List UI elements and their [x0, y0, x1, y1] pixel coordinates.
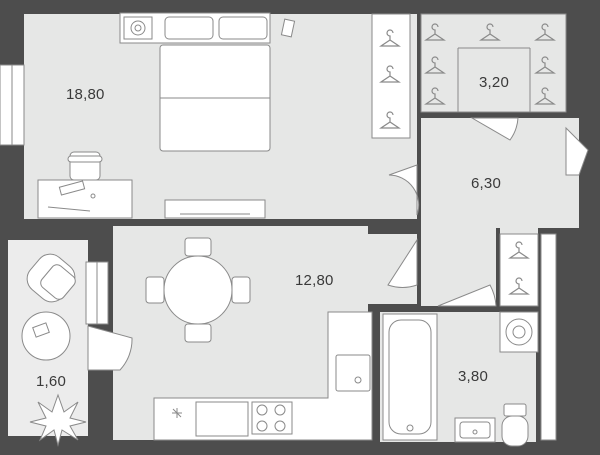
hanger-icon [534, 56, 556, 74]
hanger-icon [508, 277, 530, 295]
chair-icon [67, 151, 103, 181]
hanger-icon [379, 65, 401, 83]
fridge-icon [172, 408, 182, 418]
hallway-cabinet [499, 233, 539, 307]
washing-machine-icon [499, 311, 539, 353]
dining-table-icon [145, 237, 251, 343]
hanger-icon [424, 87, 446, 105]
hanger-icon [534, 23, 556, 41]
desk-icon [37, 179, 133, 219]
door-swing-icon [565, 126, 589, 176]
kitchen-counter [153, 311, 373, 441]
wardrobe-floor [421, 14, 566, 112]
room-area-hallway: 6,30 [471, 175, 501, 192]
hanger-icon [379, 111, 401, 129]
room-area-living-kitchen: 12,80 [295, 272, 334, 289]
room-area-balcony: 1,60 [36, 373, 66, 390]
room-area-wardrobe: 3,20 [479, 74, 509, 91]
furniture [21, 12, 539, 447]
sink-icon [335, 354, 371, 392]
hangers [379, 23, 556, 295]
hanger-icon [479, 23, 501, 41]
door-swing-icon [388, 164, 420, 216]
hallway-floor [421, 118, 579, 228]
hanger-icon [534, 87, 556, 105]
plant-icon [29, 393, 87, 447]
bathtub-icon [382, 313, 438, 441]
right-window [540, 233, 557, 441]
door-swing-icon [387, 238, 418, 288]
toilet-icon [501, 403, 529, 447]
room-area-bathroom: 3,80 [458, 368, 488, 385]
hanger-icon [379, 29, 401, 47]
hanger-icon [508, 241, 530, 259]
door-swing-icon [470, 117, 519, 141]
side-table-icon [21, 311, 71, 361]
bed-icon [119, 12, 296, 152]
door-swing-icon [87, 325, 133, 371]
stove-icon [256, 404, 286, 432]
hanger-icon [424, 23, 446, 41]
armchair-icon [26, 253, 76, 303]
hanger-icon [424, 56, 446, 74]
door-swings [87, 117, 589, 371]
tv-stand [164, 199, 266, 219]
wardrobe-partitions [420, 13, 567, 113]
bathroom-sink-icon [454, 417, 496, 443]
door-swing-icon [437, 284, 497, 307]
room-area-bedroom: 18,80 [66, 86, 105, 103]
